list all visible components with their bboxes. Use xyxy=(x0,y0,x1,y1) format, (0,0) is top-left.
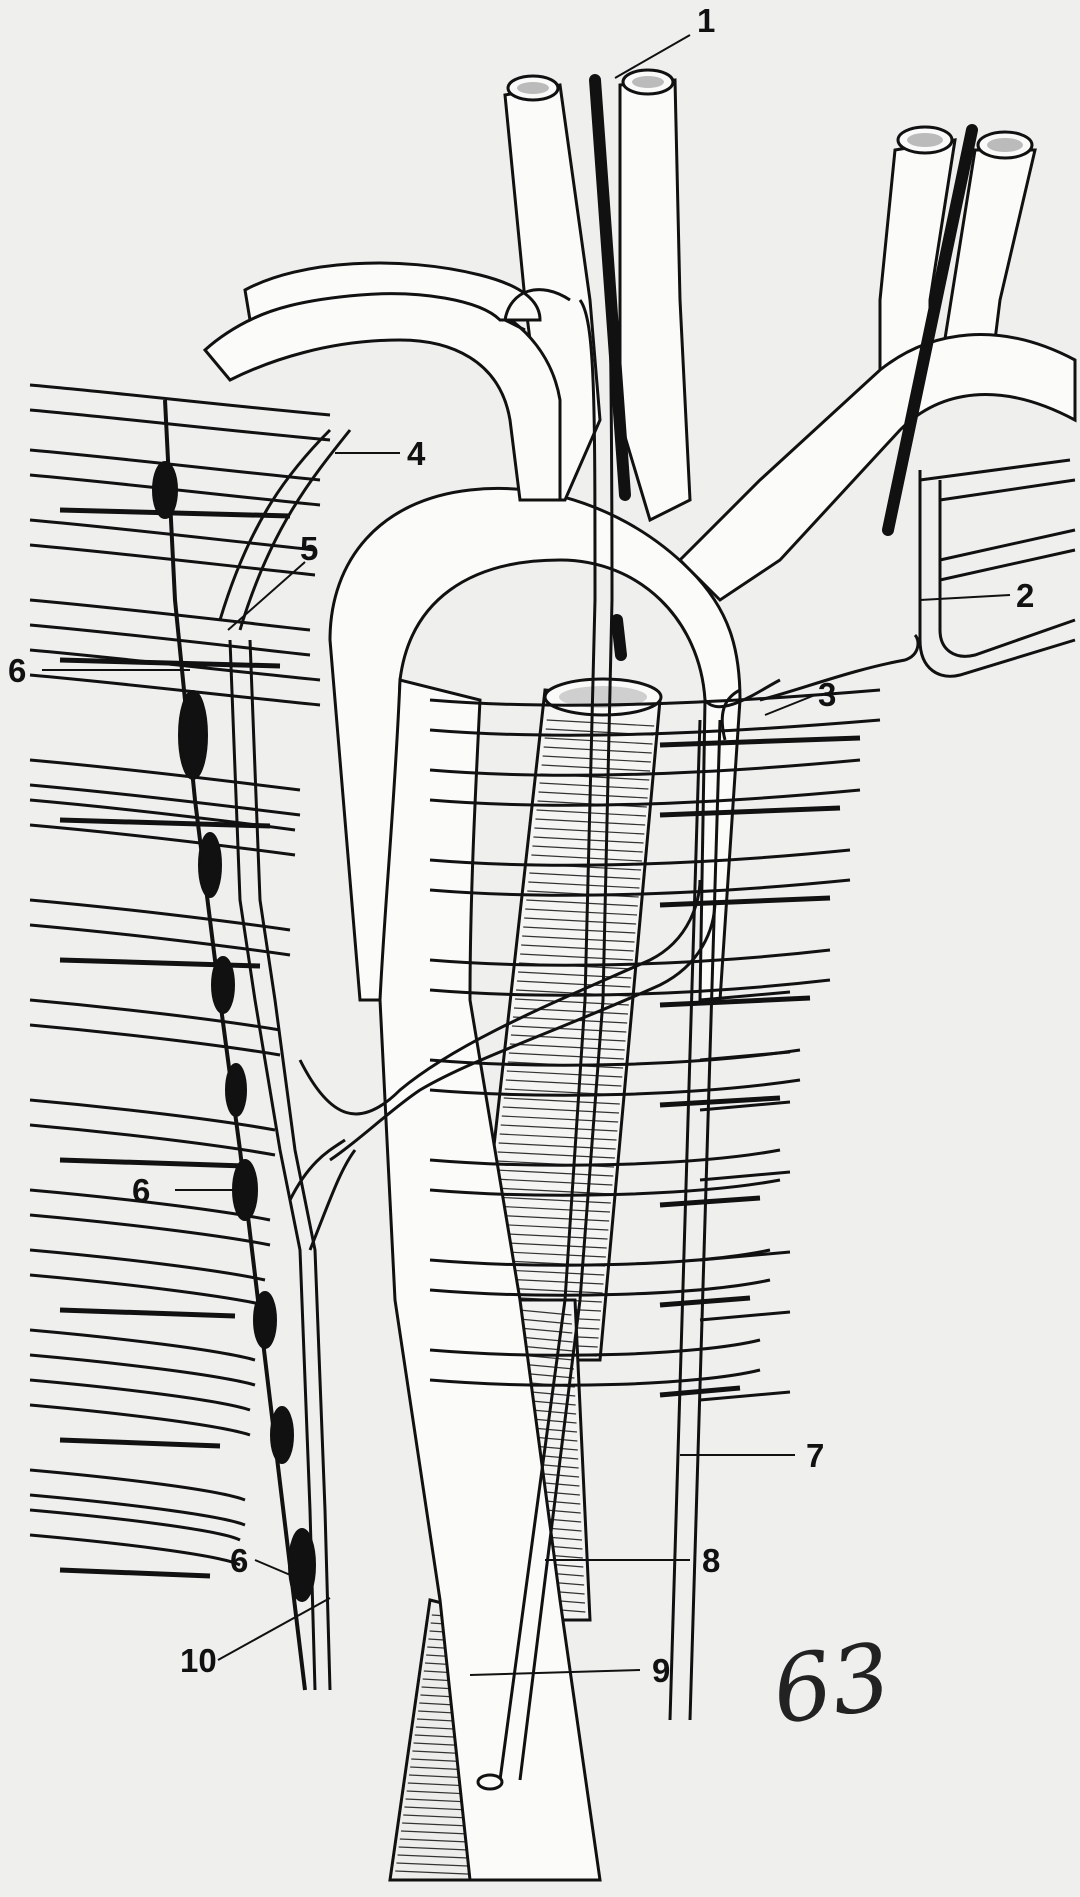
label-3: 3 xyxy=(818,676,836,713)
ganglion xyxy=(271,1407,293,1463)
ganglion xyxy=(212,957,234,1013)
label-6-lower: 6 xyxy=(230,1542,248,1579)
label-8: 8 xyxy=(702,1542,720,1579)
label-10: 10 xyxy=(180,1642,217,1679)
label-4: 4 xyxy=(407,435,426,472)
label-1: 1 xyxy=(697,2,715,39)
label-9: 9 xyxy=(652,1652,670,1689)
label-6-middle: 6 xyxy=(132,1172,150,1209)
ganglion xyxy=(254,1292,276,1348)
ganglion xyxy=(226,1064,246,1116)
label-5: 5 xyxy=(300,530,318,567)
label-7: 7 xyxy=(806,1437,824,1474)
label-6-upper: 6 xyxy=(8,652,26,689)
label-2: 2 xyxy=(1016,577,1034,614)
ganglion xyxy=(289,1529,315,1601)
ganglion xyxy=(179,691,207,779)
handwritten-page-number: 63 xyxy=(766,1623,897,1745)
ganglion xyxy=(153,462,177,518)
ganglion xyxy=(199,833,221,897)
